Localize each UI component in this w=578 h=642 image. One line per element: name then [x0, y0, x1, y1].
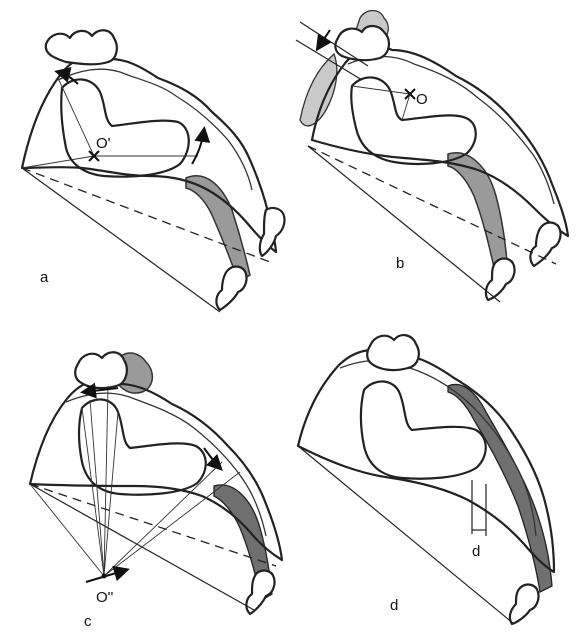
panel-b-tilt-arrow — [318, 30, 330, 48]
panel-a-point-label: O' — [96, 135, 111, 152]
panel-c-label: c — [84, 613, 92, 630]
panel-c-center-point — [102, 574, 107, 579]
panel-b-label: b — [396, 255, 404, 272]
panel-d-iliac-crest — [340, 361, 536, 537]
panel-b-sacrum-shaded — [448, 153, 508, 276]
panel-a-sacrum-shaded — [186, 176, 250, 282]
panel-b-point-label: O — [416, 91, 428, 108]
panel-a-label: a — [40, 269, 49, 286]
panel-d-ilium-outline — [298, 350, 554, 572]
panel-d: d d — [298, 335, 554, 624]
panel-b-ray-1 — [352, 86, 410, 94]
panel-d-vertebrae — [367, 335, 419, 370]
panel-d-point-label: d — [472, 543, 480, 560]
panel-a: O' a — [22, 30, 285, 312]
panel-a-ray-1 — [58, 78, 94, 156]
panel-c: O'' c — [30, 352, 282, 630]
panel-c-vertebrae — [75, 352, 127, 388]
panel-a-vertebrae — [46, 30, 117, 64]
panel-a-rotation-arrow — [192, 130, 204, 164]
panel-a-obturator-loop — [61, 79, 189, 176]
panel-c-point-label: O'' — [96, 589, 114, 606]
panel-b-vertebrae — [335, 26, 389, 60]
panel-d-solid-axis — [298, 446, 514, 624]
panel-d-label: d — [390, 597, 398, 614]
panel-c-obturator-loop — [79, 399, 206, 494]
panel-a-coccyx — [216, 267, 246, 310]
panel-c-ray-7 — [30, 484, 104, 576]
panel-b: O b — [296, 11, 568, 303]
panel-d-coccyx — [510, 585, 539, 624]
panel-b-center-mark — [405, 89, 415, 99]
